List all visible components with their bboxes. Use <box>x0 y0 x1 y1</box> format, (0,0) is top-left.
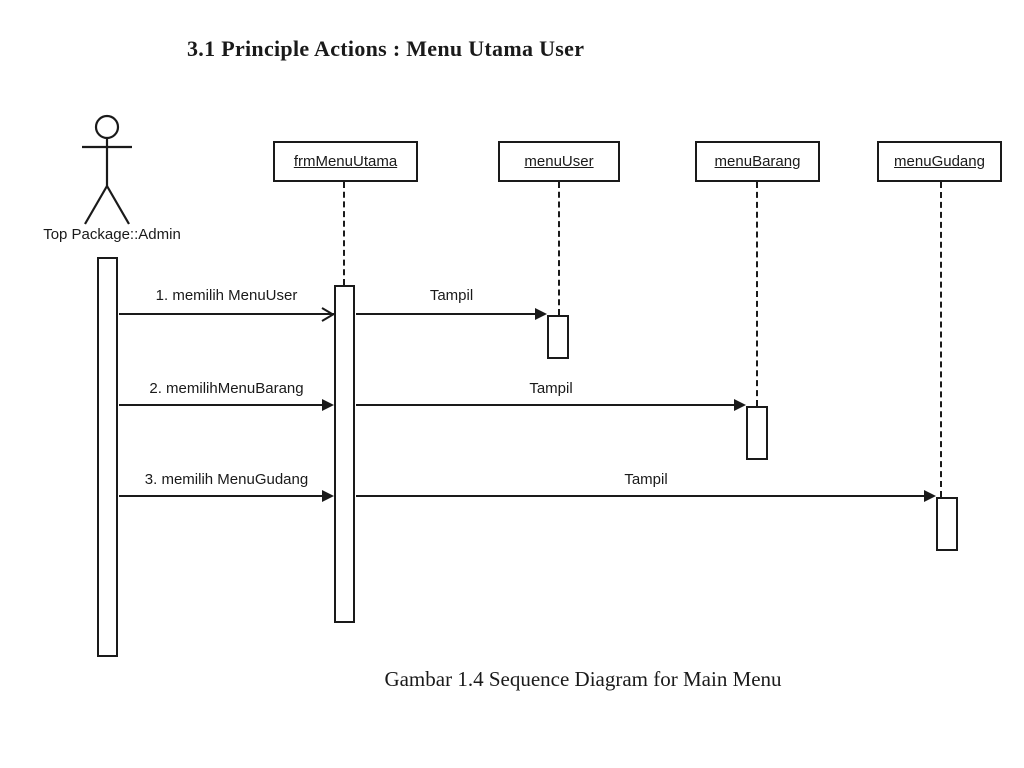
figure-caption: Gambar 1.4 Sequence Diagram for Main Men… <box>384 667 782 691</box>
filled-arrowhead <box>734 399 746 411</box>
lifeline-name: menuGudang <box>894 153 985 170</box>
lifeline-name: frmMenuUtama <box>293 153 398 170</box>
message-label-1: 1. memilih MenuUser <box>155 287 298 304</box>
message-line-5 <box>119 495 323 497</box>
lifeline-head-menuUser: menuUser <box>498 141 620 182</box>
message-line-1 <box>119 313 334 315</box>
open-arrowhead <box>321 307 335 322</box>
lifeline-name: menuBarang <box>714 153 801 170</box>
lifeline-head-menuGudang: menuGudang <box>877 141 1002 182</box>
message-label-3: 2. memilihMenuBarang <box>149 380 304 397</box>
actor-stick-figure-icon <box>82 114 132 225</box>
activation-actor <box>97 257 118 657</box>
page-title: 3.1 Principle Actions : Menu Utama User <box>187 36 585 61</box>
activation-menuUser <box>547 315 569 359</box>
activation-menuGudang <box>936 497 958 551</box>
message-line-2 <box>356 313 536 315</box>
activation-menuBarang <box>746 406 768 460</box>
filled-arrowhead <box>322 490 334 502</box>
actor-label: Top Package::Admin <box>43 226 181 243</box>
lifeline-menuUser <box>558 182 560 315</box>
lifeline-menuBarang <box>756 182 758 406</box>
lifeline-head-frmMenuUtama: frmMenuUtama <box>273 141 418 182</box>
filled-arrowhead <box>924 490 936 502</box>
message-label-2: Tampil <box>429 287 474 304</box>
filled-arrowhead <box>322 399 334 411</box>
filled-arrowhead <box>535 308 547 320</box>
activation-frmMenuUtama <box>334 285 355 623</box>
lifeline-name: menuUser <box>524 153 594 170</box>
message-line-4 <box>356 404 735 406</box>
lifeline-head-menuBarang: menuBarang <box>695 141 820 182</box>
lifeline-frmMenuUtama <box>343 182 345 285</box>
message-label-5: 3. memilih MenuGudang <box>144 471 309 488</box>
message-label-6: Tampil <box>624 471 668 488</box>
message-line-6 <box>356 495 925 497</box>
lifeline-menuGudang <box>940 182 942 497</box>
message-label-4: Tampil <box>529 380 573 397</box>
message-line-3 <box>119 404 323 406</box>
